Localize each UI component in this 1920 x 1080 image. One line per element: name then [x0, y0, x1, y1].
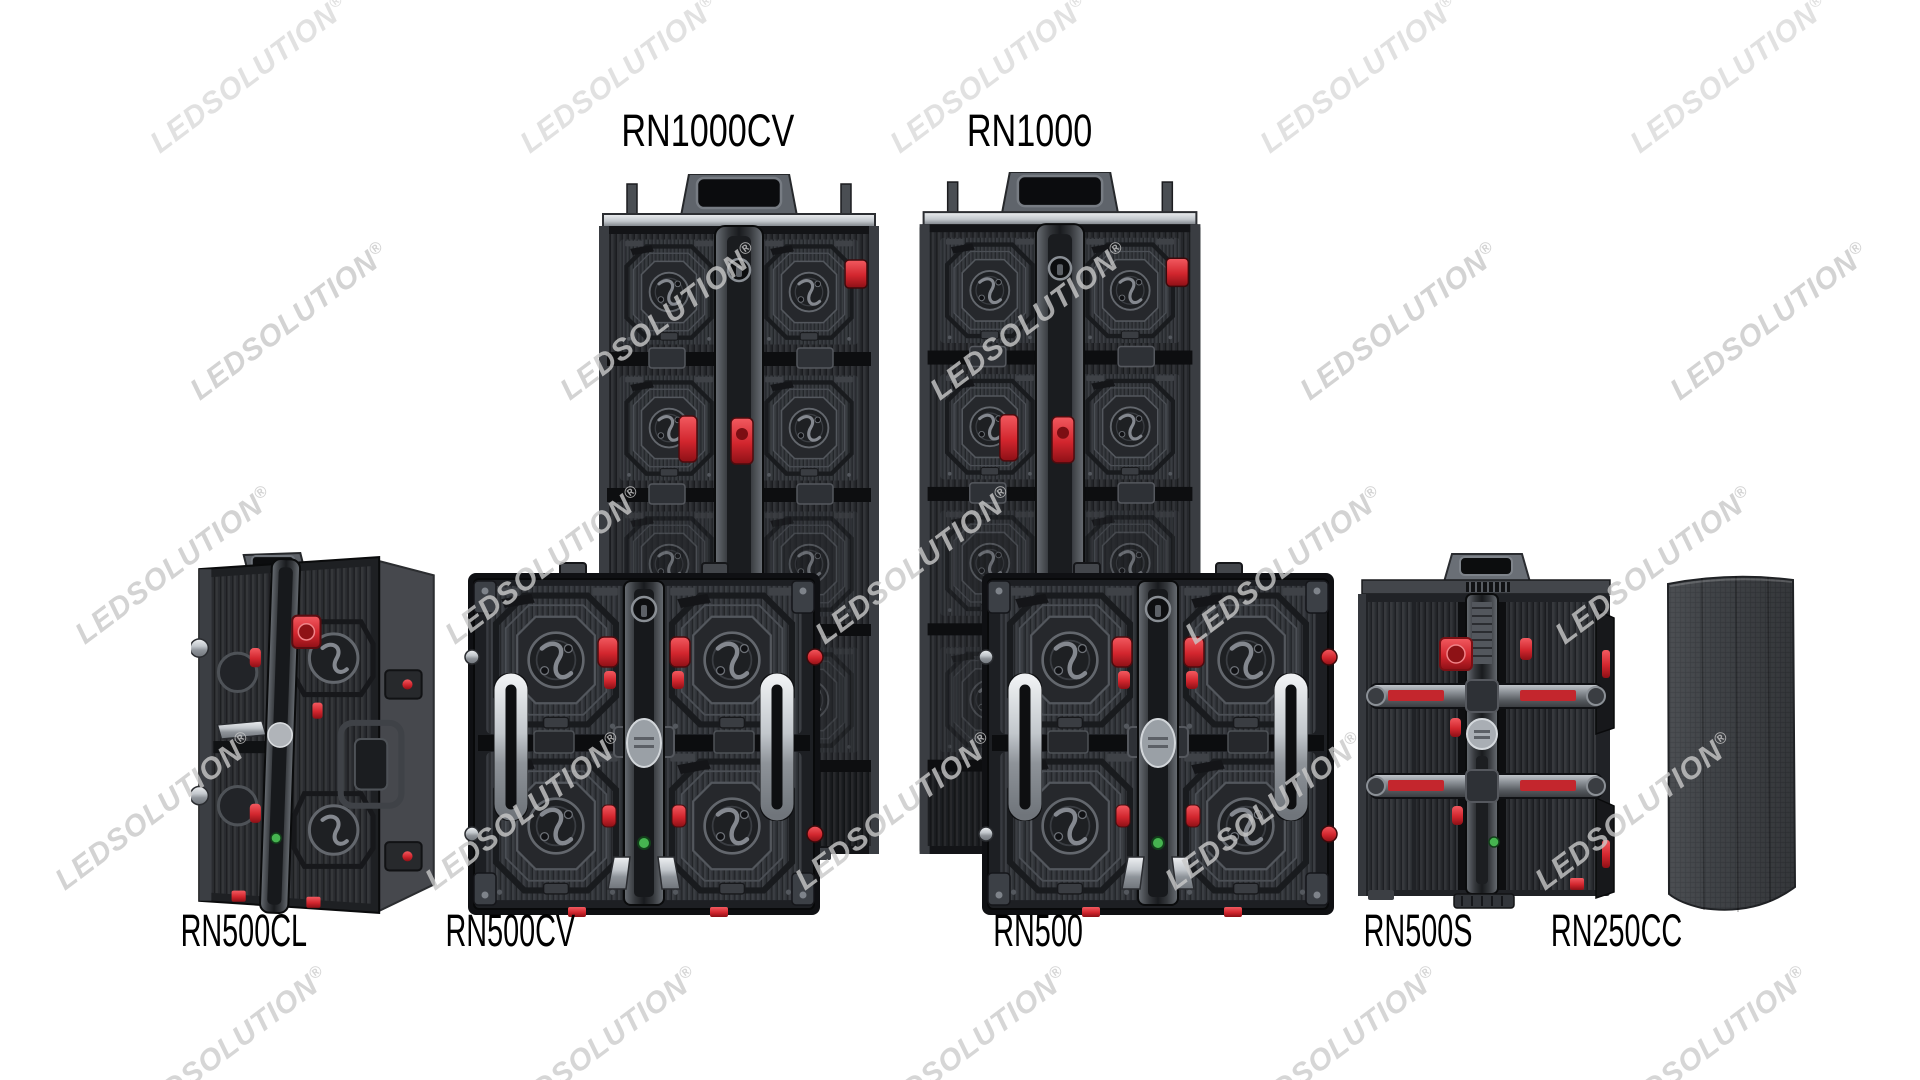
product-label-rn500cv: RN500CV — [445, 905, 575, 956]
product-image-rn500s — [1354, 552, 1622, 914]
watermark-text: LEDSOLUTION® — [184, 237, 387, 407]
product-image-rn250cc — [1660, 572, 1800, 917]
product-label-rn250cc: RN250CC — [1551, 905, 1683, 956]
product-image-rn500cv — [464, 557, 824, 929]
watermark-text: LEDSOLUTION® — [1254, 0, 1457, 160]
product-image-rn500cl — [190, 551, 445, 923]
watermark-text: LEDSOLUTION® — [864, 961, 1067, 1080]
watermark-text: LEDSOLUTION® — [1234, 961, 1437, 1080]
product-label-rn1000: RN1000 — [967, 105, 1093, 156]
product-image-rn500 — [976, 557, 1340, 929]
watermark-text: LEDSOLUTION® — [494, 961, 697, 1080]
product-label-rn500: RN500 — [993, 905, 1083, 956]
watermark-text: LEDSOLUTION® — [1294, 237, 1497, 407]
product-label-rn500cl: RN500CL — [180, 905, 308, 956]
product-label-rn500s: RN500S — [1363, 905, 1473, 956]
product-label-rn1000cv: RN1000CV — [621, 105, 795, 156]
watermark-text: LEDSOLUTION® — [1604, 961, 1807, 1080]
watermark-text: LEDSOLUTION® — [144, 0, 347, 160]
watermark-text: LEDSOLUTION® — [1664, 237, 1867, 407]
watermark-text: LEDSOLUTION® — [1624, 0, 1827, 160]
watermark-text: LEDSOLUTION® — [124, 961, 327, 1080]
